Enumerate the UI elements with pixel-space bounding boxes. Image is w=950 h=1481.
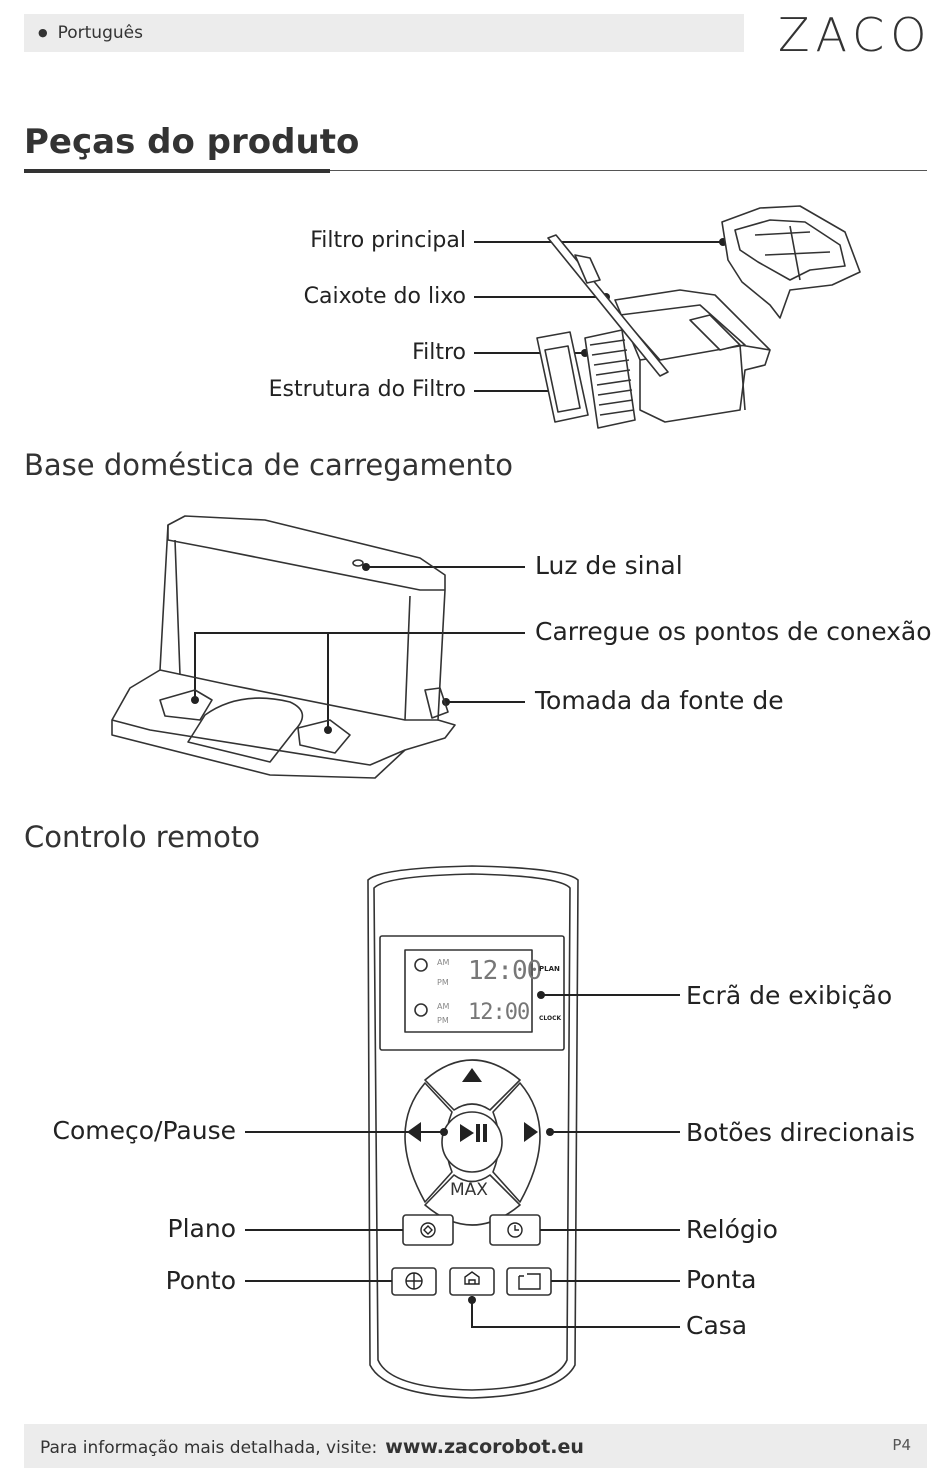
footer-text: Para informação mais detalhada, visite: [40, 1438, 378, 1458]
clock-icon [507, 1222, 523, 1238]
base-station-drawing [111, 515, 456, 779]
display-am-2: AM [437, 1002, 450, 1011]
label-power-socket: Tomada da fonte de [535, 686, 784, 715]
display-pm-1: PM [437, 978, 449, 987]
title-rule [24, 170, 927, 171]
label-main-filter: Filtro principal [310, 228, 466, 253]
label-direction-buttons: Botões direcionais [686, 1118, 915, 1147]
footer-text-wrap: Para informação mais detalhada, visite: w… [40, 1436, 584, 1458]
page-title: Peças do produto [24, 122, 360, 162]
footer-bar: Para informação mais detalhada, visite: w… [24, 1424, 927, 1468]
label-home: Casa [686, 1311, 748, 1340]
footer-url[interactable]: www.zacorobot.eu [385, 1436, 584, 1458]
base-section-title: Base doméstica de carregamento [24, 448, 514, 482]
language-bar: Português [24, 14, 744, 52]
dustbin-drawing [536, 205, 861, 429]
label-edge: Ponta [686, 1265, 757, 1294]
label-display: Ecrã de exibição [686, 981, 893, 1010]
play-pause-icon [460, 1124, 474, 1142]
label-dustbin: Caixote do lixo [303, 284, 466, 309]
arrow-up-icon [462, 1068, 482, 1082]
plan-icon [420, 1222, 436, 1238]
display-clock-label: CLOCK [539, 1015, 562, 1022]
label-start-pause: Começo/Pause [52, 1116, 236, 1145]
display-time-clock: 12:00 [468, 1000, 530, 1025]
home-icon [464, 1271, 480, 1285]
display-time-plan: 12:00 [468, 956, 542, 986]
display-pm-2: PM [437, 1016, 449, 1025]
label-signal-light: Luz de sinal [535, 551, 683, 580]
page-number: P4 [892, 1436, 911, 1454]
label-plan: Plano [167, 1214, 236, 1243]
label-charging-contacts: Carregue os pontos de conexão [535, 617, 932, 646]
brand-logo: ZACO [778, 8, 933, 62]
display-plan-label: PLAN [539, 965, 560, 973]
title-underline [24, 169, 330, 173]
language-label: Português [38, 23, 143, 43]
label-clock: Relógio [686, 1215, 778, 1244]
label-filter-frame: Estrutura do Filtro [268, 377, 466, 402]
label-spot: Ponto [165, 1266, 236, 1295]
display-am-1: AM [437, 958, 450, 967]
max-button-label: MAX [450, 1180, 488, 1200]
label-filter: Filtro [412, 340, 466, 365]
arrow-right-icon [524, 1122, 538, 1142]
edge-icon [518, 1273, 541, 1290]
remote-section-title: Controlo remoto [24, 820, 261, 854]
